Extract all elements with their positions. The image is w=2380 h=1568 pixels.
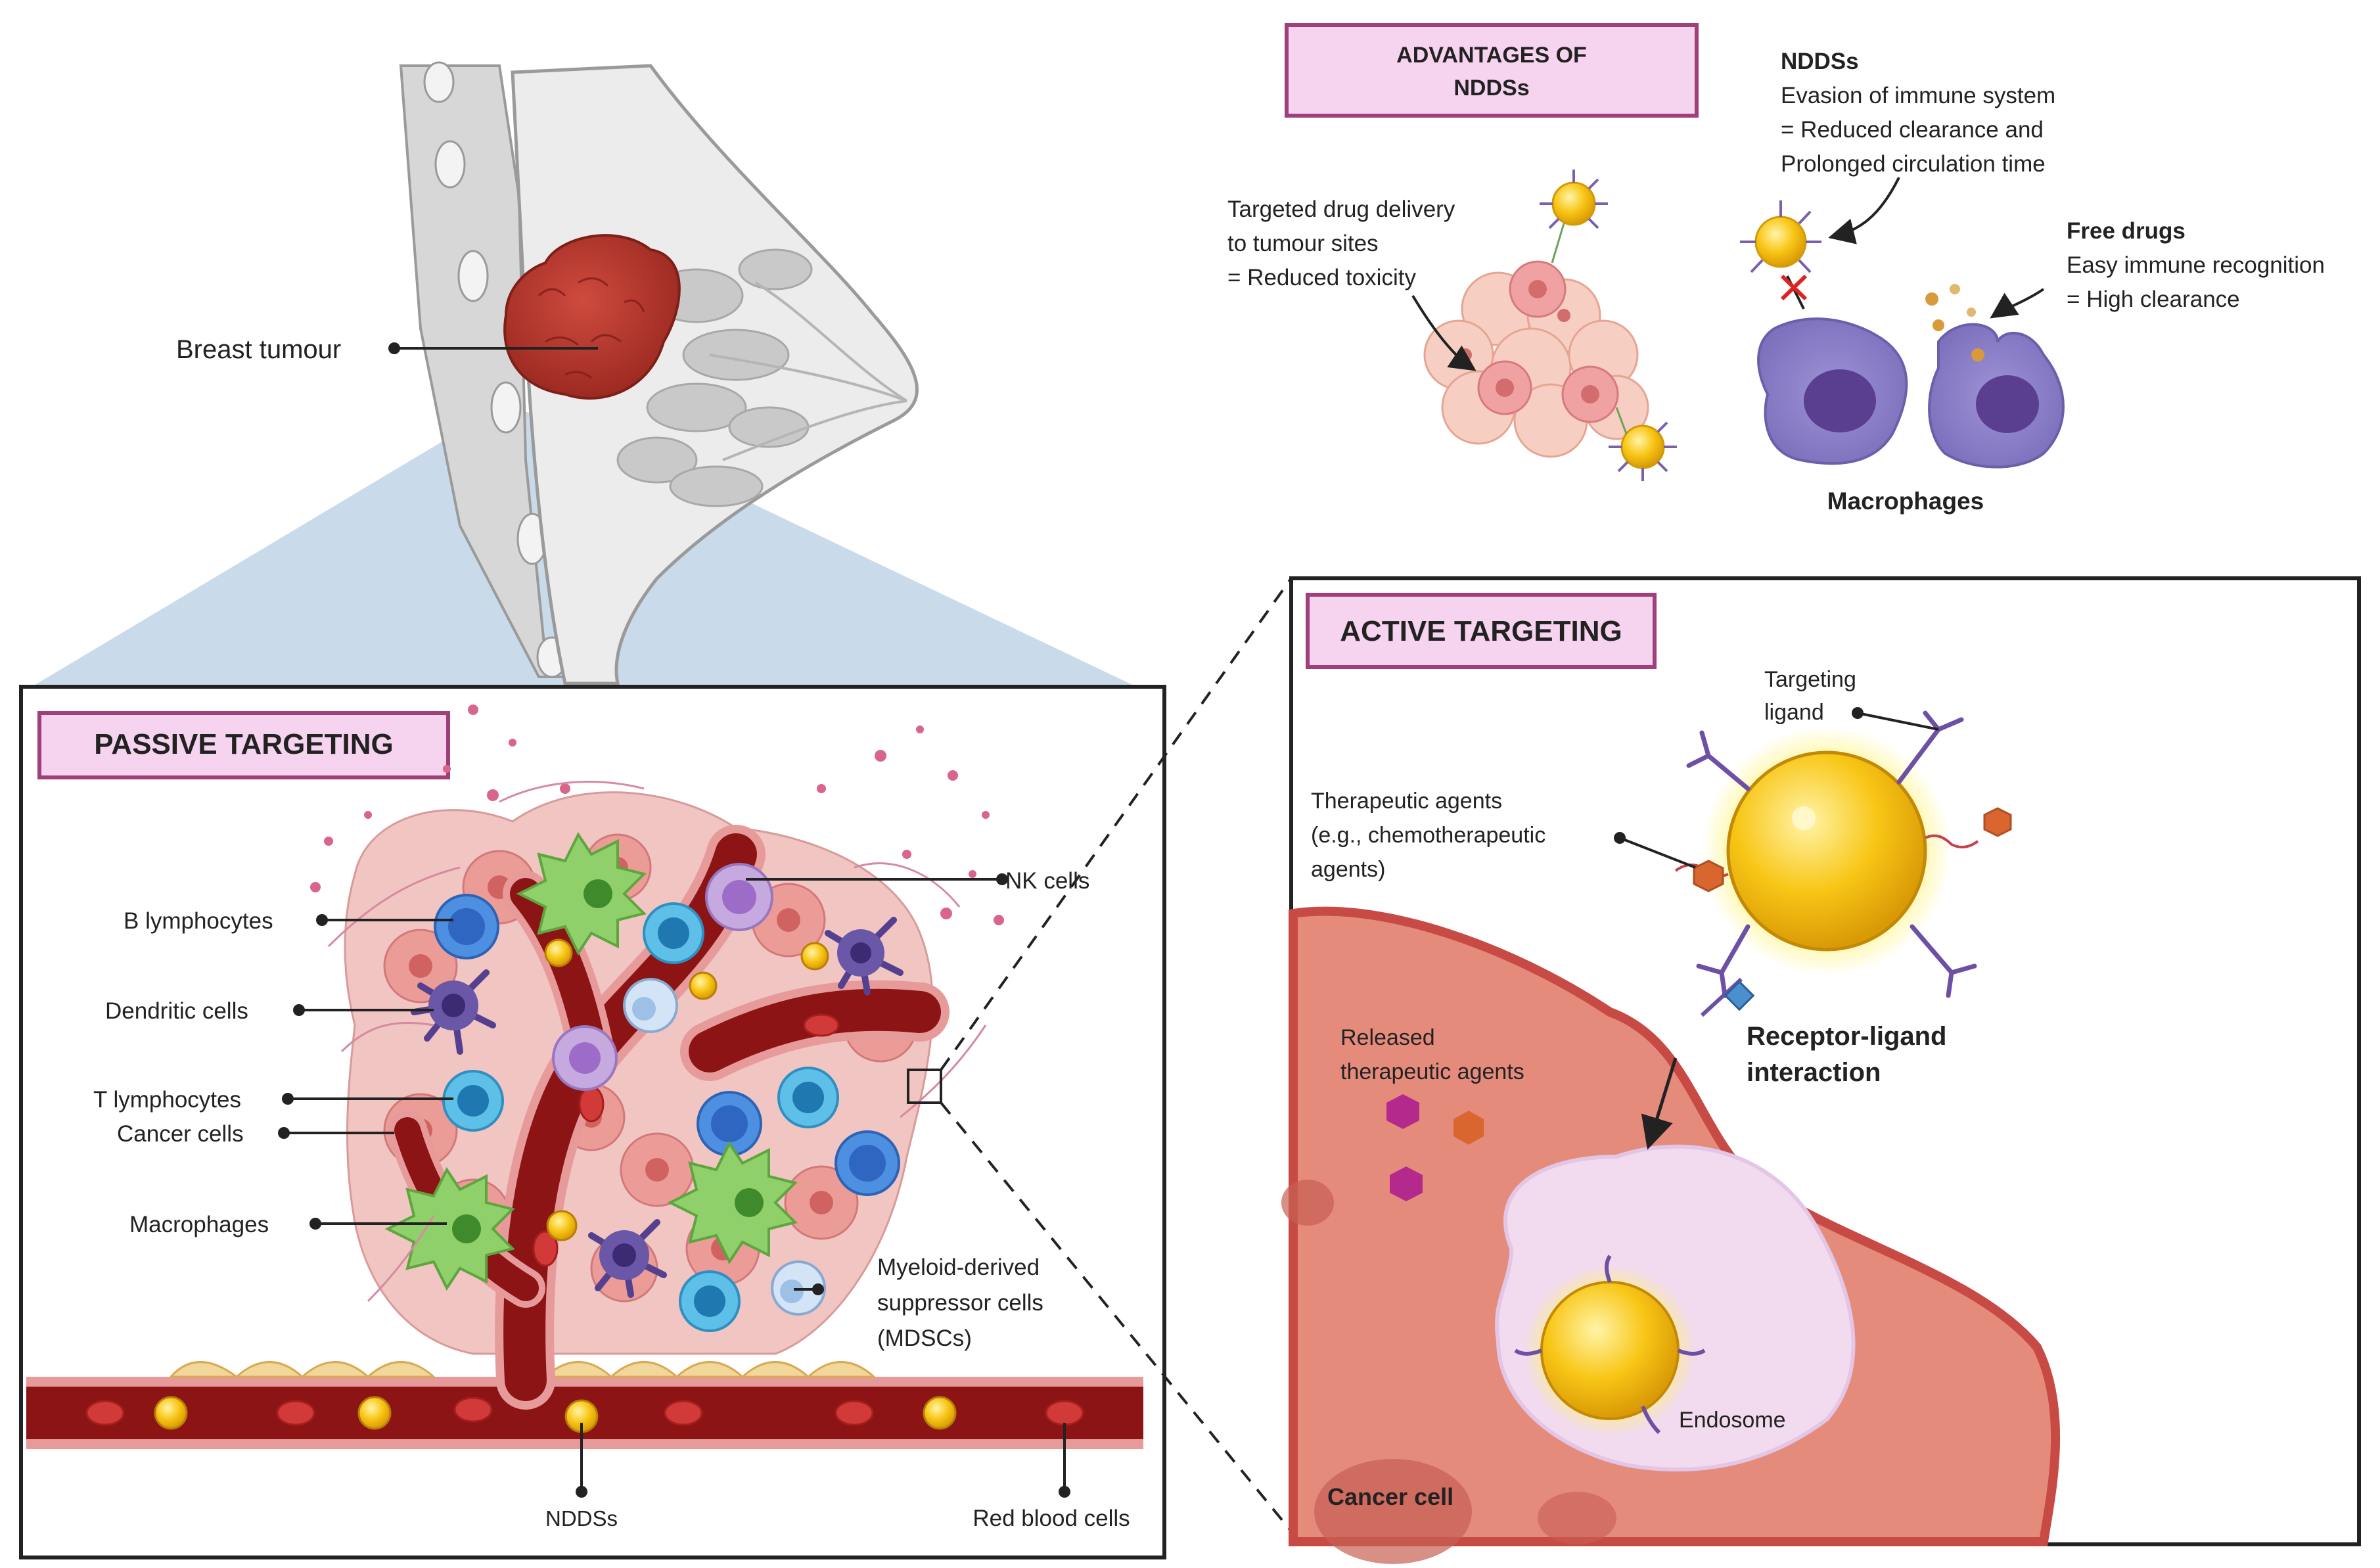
targeted-delivery-line1: Targeted drug delivery: [1227, 196, 1455, 222]
fibroblast-strands: [327, 781, 987, 1303]
nanoparticle-icon: [1540, 170, 1608, 264]
advantages-title-line1: ADVANTAGES OF: [1396, 43, 1587, 68]
t-lymphocyte-icon: [442, 1070, 504, 1132]
tumour-cell-cluster-icon: [1423, 260, 1649, 458]
blocked-cross-icon: [1780, 274, 1808, 301]
macrophage-icon: [1928, 323, 2065, 469]
label-receptor-line2: interaction: [1747, 1058, 1881, 1087]
advantages-title-box: [1285, 23, 1699, 118]
free-drugs-heading: Free drugs: [2067, 218, 2185, 244]
label-endosome: Endosome: [1679, 1408, 1786, 1433]
label-dendritic-cells: Dendritic cells: [105, 998, 248, 1024]
zoom-line-top: [940, 577, 1293, 1071]
label-macrophages: Macrophages: [129, 1212, 269, 1237]
active-targeting-title: ACTIVE TARGETING: [1340, 615, 1622, 647]
nddss-heading: NDDSs: [1781, 49, 1859, 74]
free-drugs-line2: = High clearance: [2067, 287, 2240, 312]
label-cancer-cell: Cancer cell: [1327, 1483, 1453, 1510]
green-macrophage-icon: [667, 1141, 798, 1264]
targeted-nanoparticle-icon: [1674, 710, 2012, 998]
nk-cell-icon: [705, 863, 773, 931]
dendritic-cell-icon: [825, 917, 904, 996]
passive-targeting-title-box: [37, 711, 450, 779]
t-lymphocyte-icon: [643, 902, 704, 964]
green-macrophage-icon: [384, 1167, 515, 1291]
zoom-region-box: [907, 1069, 942, 1104]
label-cancer-cells: Cancer cells: [117, 1121, 244, 1147]
dendritic-cell-icon: [411, 969, 496, 1055]
receptor-icon: [1700, 977, 1755, 1017]
label-nddss: NDDSs: [545, 1506, 618, 1531]
mdsc-icon: [623, 978, 678, 1033]
therapeutic-agent-hexagon-icon: [1693, 860, 1724, 892]
label-mdsc-line2: suppressor cells: [877, 1290, 1043, 1316]
label-therapeutic-line2: (e.g., chemotherapeutic: [1311, 823, 1545, 848]
nk-cell-icon: [552, 1025, 618, 1091]
label-targeting-ligand-line2: ligand: [1764, 700, 1824, 725]
passive-leader-dots: [278, 873, 1070, 1498]
nddss-line3: Prolonged circulation time: [1781, 151, 2046, 177]
targeted-delivery-line2: to tumour sites: [1227, 231, 1379, 256]
advantages-title-line2: NDDSs: [1453, 76, 1529, 101]
t-lymphocyte-icon: [679, 1270, 741, 1332]
breast-tumour-icon: [503, 234, 681, 400]
label-mdsc-line3: (MDSCs): [877, 1326, 972, 1351]
free-drugs-line1: Easy immune recognition: [2067, 252, 2325, 278]
t-lymphocyte-icon: [777, 1067, 839, 1128]
label-therapeutic-line3: agents): [1311, 857, 1385, 882]
label-red-blood-cells: Red blood cells: [973, 1506, 1130, 1531]
label-t-lymphocytes: T lymphocytes: [93, 1087, 241, 1113]
endosome-nanoparticle-icon: [1514, 1255, 1706, 1436]
nanoparticle-icon: [1609, 407, 1677, 481]
b-lymphocyte-icon: [835, 1130, 900, 1196]
zoom-line-bottom: [940, 1101, 1293, 1533]
label-targeting-ligand-line1: Targeting: [1764, 667, 1856, 692]
nddss-line2: = Reduced clearance and: [1781, 117, 2044, 143]
breast-anatomy-illustration: [26, 61, 1143, 690]
nanoparticle-icon: [1740, 200, 1821, 273]
active-targeting-title-box: [1306, 593, 1657, 669]
extravasated-particles-icon: [310, 704, 1004, 925]
macrophages-caption: Macrophages: [1827, 488, 1984, 515]
b-lymphocyte-icon: [434, 894, 499, 959]
label-therapeutic-line1: Therapeutic agents: [1311, 789, 1502, 814]
endothelial-cells-icon: [168, 1361, 877, 1378]
released-agents-icon: [1386, 1094, 1484, 1201]
dendritic-cell-icon: [588, 1219, 667, 1298]
label-released-line1: Released: [1340, 1025, 1435, 1050]
label-nk-cells: NK cells: [1005, 868, 1089, 894]
therapeutic-agent-hexagon-icon: [1983, 807, 2012, 837]
targeted-delivery-line3: = Reduced toxicity: [1227, 265, 1416, 290]
breast-tumour-label: Breast tumour: [176, 335, 341, 364]
passive-targeting-title: PASSIVE TARGETING: [94, 728, 394, 760]
label-released-line2: therapeutic agents: [1340, 1059, 1524, 1084]
macrophage-icon: [1757, 317, 1908, 465]
green-macrophage-icon: [516, 832, 647, 956]
label-receptor-line1: Receptor-ligand: [1747, 1022, 1946, 1051]
label-b-lymphocytes: B lymphocytes: [124, 908, 273, 934]
label-mdsc-line1: Myeloid-derived: [877, 1255, 1040, 1280]
nddss-line1: Evasion of immune system: [1781, 83, 2055, 108]
